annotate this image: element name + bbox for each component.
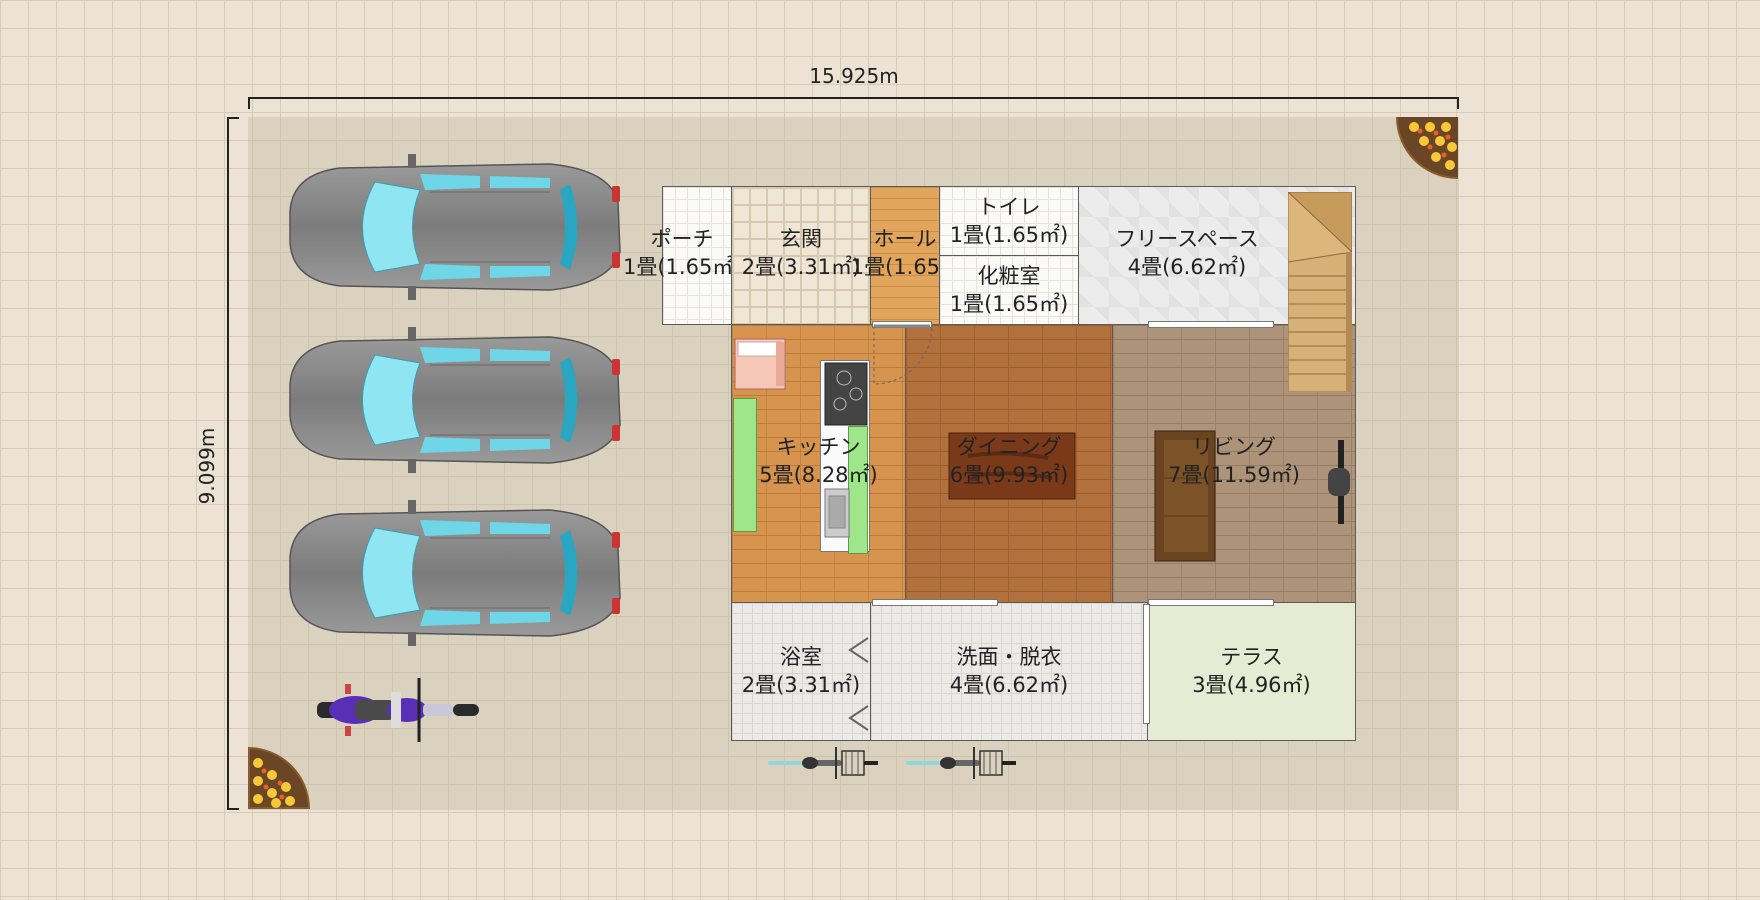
room-area: 2畳(3.31㎡) [741, 255, 861, 279]
room-washroom[interactable]: 洗面・脱衣 4畳(6.62㎡) [870, 602, 1148, 741]
window[interactable] [1148, 321, 1274, 328]
room-porch[interactable]: ポーチ 1畳(1.65㎡) [623, 186, 742, 325]
dimension-tick [227, 117, 239, 119]
room-hall[interactable]: ホール 1畳(1.65㎡) [851, 186, 969, 325]
room-name: ポーチ [650, 227, 714, 251]
room-area: 3畳(4.96㎡) [1192, 673, 1311, 697]
width-dimension-label: 15.925m [809, 64, 899, 88]
room-area: 7畳(11.59㎡) [1168, 463, 1300, 487]
room-name: 化粧室 [977, 264, 1041, 288]
room-name: トイレ [977, 195, 1041, 219]
car-icon[interactable] [280, 152, 625, 302]
window[interactable] [872, 599, 998, 606]
room-area: 4畳(6.62㎡) [1127, 255, 1247, 279]
room-area: 2畳(3.31㎡) [741, 673, 861, 697]
room-area: 5畳(8.28㎡) [759, 463, 878, 487]
stove-icon[interactable] [824, 362, 868, 426]
window[interactable] [1148, 599, 1274, 606]
depth-dimension-line [227, 117, 229, 810]
room-name: キッチン [776, 435, 861, 459]
room-area: 1畳(1.65㎡) [949, 223, 1069, 247]
dimension-tick [227, 808, 239, 810]
room-name: ホール [873, 227, 937, 251]
kitchen-cabinet[interactable] [733, 398, 757, 532]
room-genkan[interactable]: 玄関 2畳(3.31㎡) [731, 186, 871, 325]
bicycle-icon[interactable] [768, 745, 880, 781]
flower-bed-icon[interactable] [1396, 117, 1458, 179]
room-name: 玄関 [780, 227, 822, 251]
sofa-icon[interactable] [1154, 430, 1216, 562]
bed-icon[interactable] [734, 338, 786, 390]
room-name: フリースペース [1115, 227, 1259, 251]
room-name: リビング [1192, 435, 1276, 459]
folding-door-icon[interactable] [846, 636, 870, 736]
sliding-door[interactable] [1143, 604, 1150, 724]
sink-icon[interactable] [824, 488, 850, 538]
bicycle-icon[interactable] [906, 745, 1018, 781]
car-icon[interactable] [280, 325, 625, 475]
room-name: 浴室 [780, 645, 822, 669]
room-area: 6畳(9.93㎡) [949, 463, 1069, 487]
room-powder[interactable]: 化粧室 1畳(1.65㎡) [939, 255, 1079, 325]
depth-dimension-label: 9.099m [195, 427, 219, 505]
room-area: 1畳(1.65㎡) [623, 255, 742, 279]
motorcycle-icon[interactable] [315, 672, 485, 748]
room-toilet[interactable]: トイレ 1畳(1.65㎡) [939, 186, 1079, 256]
dimension-tick [1457, 97, 1459, 109]
room-bath[interactable]: 浴室 2畳(3.31㎡) [731, 602, 871, 741]
room-name: 洗面・脱衣 [956, 645, 1062, 669]
car-icon[interactable] [280, 498, 625, 648]
room-name: テラス [1220, 645, 1283, 669]
door-swing-icon[interactable] [872, 324, 934, 386]
room-name: ダイニング [956, 435, 1062, 459]
room-area: 1畳(1.65㎡) [949, 292, 1069, 316]
staircase-icon[interactable] [1288, 192, 1352, 392]
dimension-tick [248, 97, 250, 109]
tv-icon[interactable] [1326, 440, 1354, 524]
dining-table-icon[interactable] [948, 432, 1076, 500]
room-dining[interactable]: ダイニング 6畳(9.93㎡) [905, 324, 1113, 603]
room-terrace[interactable]: テラス 3畳(4.96㎡) [1147, 602, 1356, 741]
width-dimension-line [248, 97, 1459, 99]
room-area: 4畳(6.62㎡) [949, 673, 1069, 697]
flower-bed-icon[interactable] [248, 747, 310, 809]
